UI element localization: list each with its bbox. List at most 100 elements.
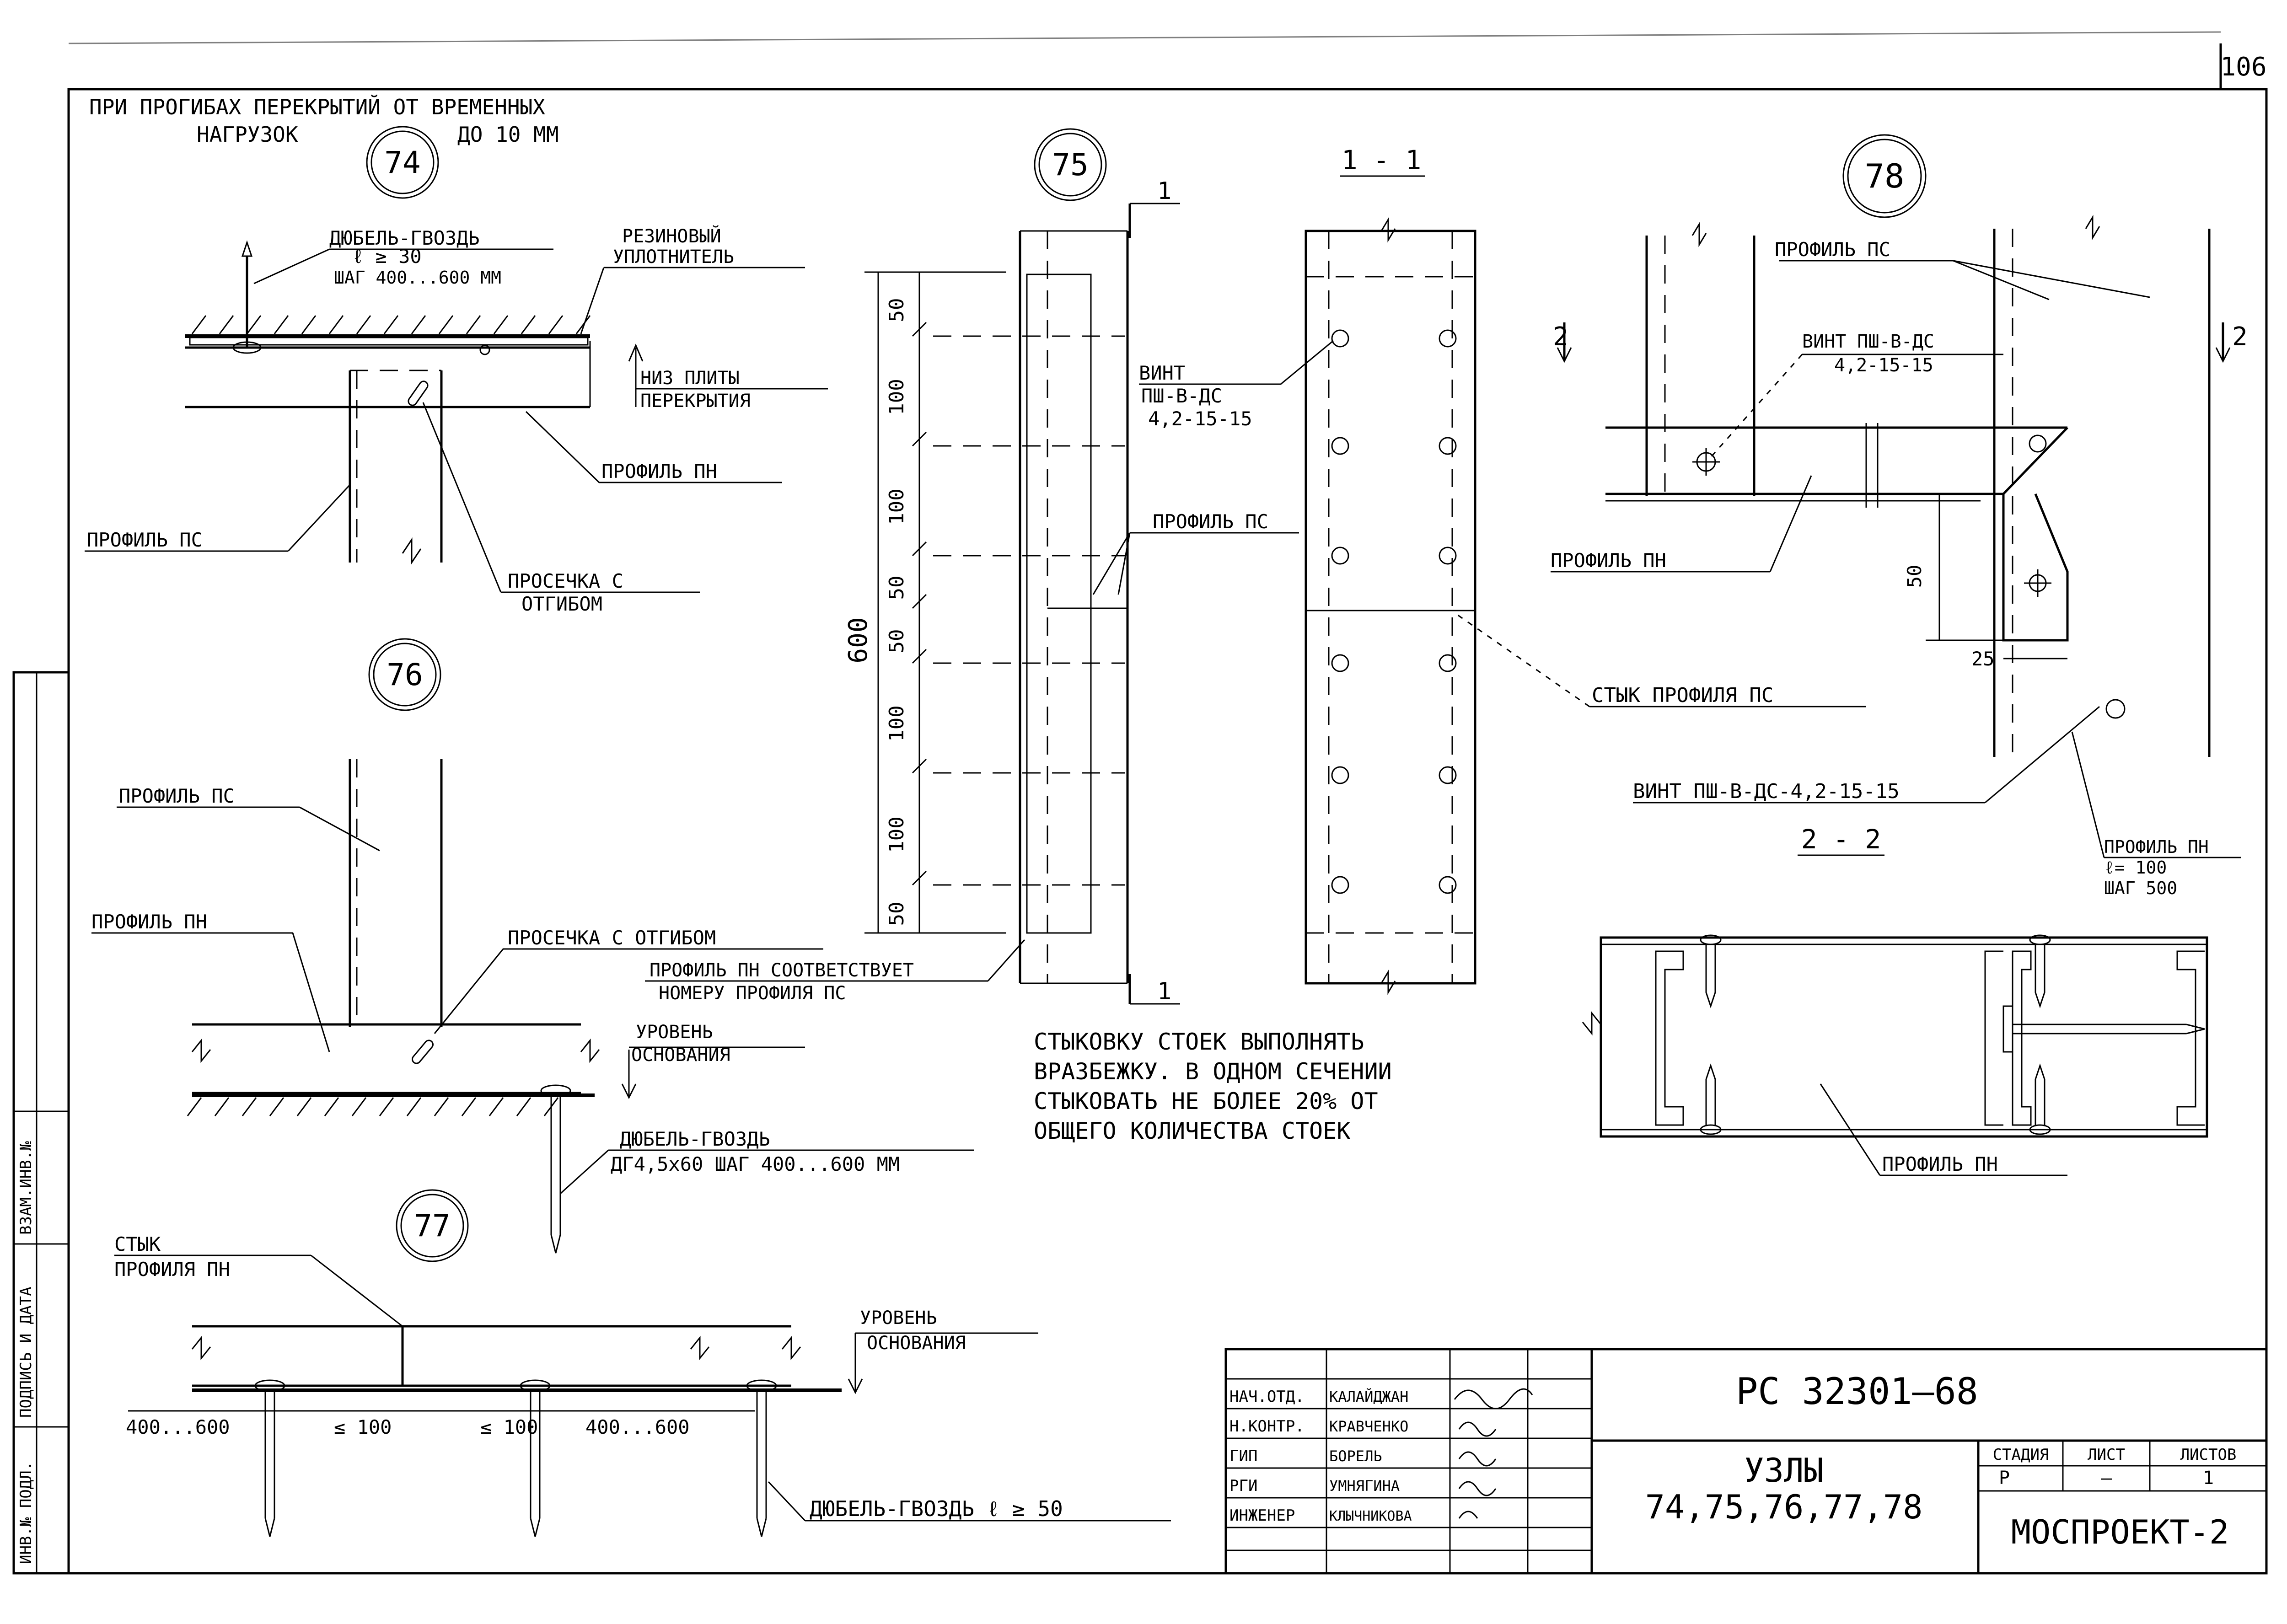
n78-dim-50: 50	[1903, 565, 1926, 588]
stage-header: СТАДИЯ	[1993, 1446, 2049, 1464]
node-75-leaders	[645, 340, 1866, 982]
node-75-detail	[864, 203, 1180, 1005]
n76-pn: ПРОФИЛЬ ПН	[91, 911, 207, 933]
sig-name-3: УМНЯГИНА	[1329, 1477, 1400, 1495]
n75-pn-match-2: НОМЕРУ ПРОФИЛЯ ПС	[659, 983, 846, 1004]
n75-screw-2: ПШ-В-ДС	[1141, 385, 1222, 407]
n78-section-mark-left: 2	[1553, 322, 1568, 352]
n74-slab-1: НИЗ ПЛИТЫ	[640, 368, 740, 389]
node-75-marker: 75	[1034, 128, 1107, 201]
n75-note-3: СТЫКОВАТЬ НЕ БОЛЕЕ 20% ОТ	[1034, 1088, 1378, 1115]
n75-dim-4: 50	[885, 576, 908, 600]
svg-text:78: 78	[1865, 157, 1905, 195]
n77-d2: ≤ 100	[334, 1416, 392, 1438]
sig-name-1: КРАВЧЕНКО	[1329, 1418, 1408, 1435]
note74-line1: ПРИ ПРОГИБАХ ПЕРЕКРЫТИЙ ОТ ВРЕМЕННЫХ	[89, 95, 545, 119]
node-78-detail	[1557, 214, 2231, 757]
n77-level-2: ОСНОВАНИЯ	[867, 1333, 966, 1354]
n75-dim-8: 50	[885, 902, 908, 926]
n78-pn: ПРОФИЛЬ ПН	[1551, 549, 1666, 572]
n77-d4: 400...600	[585, 1416, 690, 1438]
sheet-value: —	[2101, 1468, 2112, 1489]
n78-section-title: 2 - 2	[1801, 824, 1881, 855]
node-74-marker: 74	[366, 126, 439, 199]
sig-name-2: БОРЕЛЬ	[1329, 1447, 1382, 1465]
n74-cut-2: ОТГИБОМ	[521, 593, 602, 615]
n78-pn-bottom: ПРОФИЛЬ ПН	[1882, 1153, 1998, 1175]
n78-screw-2: 4,2-15-15	[1834, 355, 1933, 376]
n75-dim-total: 600	[843, 617, 873, 663]
n77-joint-1: СТЫК	[114, 1233, 161, 1255]
n74-dowel-2: ℓ ≥ 30	[352, 245, 422, 268]
n77-joint-2: ПРОФИЛЯ ПН	[114, 1258, 230, 1281]
n74-pn: ПРОФИЛЬ ПН	[601, 460, 717, 482]
n75-screw-1: ВИНТ	[1139, 362, 1185, 384]
n75-ps: ПРОФИЛЬ ПС	[1153, 510, 1268, 533]
section-1-1	[1305, 217, 1476, 995]
node-76-leaders	[91, 806, 974, 1195]
section-2-2	[1582, 934, 2208, 1138]
note74-line2: НАГРУЗОК	[197, 122, 298, 147]
sig-role-1: Н.КОНТР.	[1229, 1417, 1305, 1436]
n78-screw-b: ВИНТ ПШ-В-ДС-4,2-15-15	[1633, 780, 1900, 803]
sig-role-3: РГИ	[1229, 1477, 1257, 1495]
n75-note-4: ОБЩЕГО КОЛИЧЕСТВА СТОЕК	[1034, 1118, 1350, 1144]
n75-dim-1: 50	[885, 298, 908, 322]
n78-dim-25: 25	[1971, 648, 1995, 670]
n75-note-2: ВРАЗБЕЖКУ. В ОДНОМ СЕЧЕНИИ	[1034, 1058, 1392, 1085]
drawing-code: РС 32301—68	[1736, 1370, 1978, 1413]
svg-text:76: 76	[387, 657, 423, 692]
n77-d3: ≤ 100	[480, 1416, 538, 1438]
n74-slab-2: ПЕРЕКРЫТИЯ	[640, 391, 751, 412]
title-line1: УЗЛЫ	[1744, 1451, 1823, 1490]
sig-role-0: НАЧ.ОТД.	[1229, 1388, 1305, 1406]
n78-section-mark-right: 2	[2232, 322, 2248, 352]
n78-ps: ПРОФИЛЬ ПС	[1775, 238, 1890, 261]
n75-section-mark-bottom: 1	[1157, 978, 1171, 1005]
n78-pn-r-3: ШАГ 500	[2104, 878, 2177, 898]
node-78-leaders	[1551, 260, 2241, 858]
node-77-marker: 77	[396, 1189, 469, 1262]
n75-dim-6: 100	[885, 705, 908, 741]
n77-level-1: УРОВЕНЬ	[860, 1308, 937, 1329]
stage-value: Р	[1999, 1468, 2010, 1489]
n74-cut-1: ПРОСЕЧКА С	[508, 570, 623, 592]
node-76-marker: 76	[368, 638, 441, 711]
sheets-header: ЛИСТОВ	[2180, 1446, 2237, 1464]
n75-section-title: 1 - 1	[1342, 145, 1422, 176]
n77-dowel: ДЮБЕЛЬ-ГВОЗДЬ ℓ ≥ 50	[810, 1496, 1063, 1521]
n76-ps: ПРОФИЛЬ ПС	[119, 785, 235, 807]
sheet-header: ЛИСТ	[2088, 1446, 2125, 1464]
sheet-number: 106	[2220, 52, 2266, 82]
n75-dim-3: 100	[885, 488, 908, 525]
n75-dim-7: 100	[885, 816, 908, 852]
n76-cut: ПРОСЕЧКА С ОТГИБОМ	[508, 927, 716, 949]
side-stamp: ИНВ.№ ПОДЛ. ПОДПИСЬ И ДАТА ВЗАМ.ИНВ.№	[12, 671, 70, 1575]
svg-text:77: 77	[414, 1208, 450, 1243]
n74-seal-2: УПЛОТНИТЕЛЬ	[613, 247, 734, 268]
n78-pn-r-1: ПРОФИЛЬ ПН	[2104, 837, 2209, 857]
sig-role-4: ИНЖЕНЕР	[1229, 1506, 1295, 1525]
section-2-2-leader	[1820, 1083, 2067, 1176]
node-77-leaders	[114, 1254, 1171, 1522]
n75-dim-2: 100	[885, 379, 908, 415]
stamp-sign-label: ПОДПИСЬ И ДАТА	[17, 1286, 35, 1418]
n75-section-mark-top: 1	[1157, 177, 1171, 205]
svg-text:75: 75	[1052, 147, 1088, 182]
note74-line2b: ДО 10 ММ	[457, 122, 559, 147]
n74-ps: ПРОФИЛЬ ПС	[87, 529, 203, 551]
n75-note-1: СТЫКОВКУ СТОЕК ВЫПОЛНЯТЬ	[1034, 1029, 1364, 1055]
node-74-leaders	[85, 248, 828, 593]
sig-name-4: КЛЫЧНИКОВА	[1329, 1508, 1412, 1524]
title-block	[1224, 1348, 2268, 1575]
node-78-marker: 78	[1842, 134, 1927, 218]
n74-seal-1: РЕЗИНОВЫЙ	[622, 225, 721, 247]
title-line2: 74,75,76,77,78	[1645, 1488, 1923, 1526]
sig-name-0: КАЛАЙДЖАН	[1329, 1388, 1408, 1405]
sig-role-2: ГИП	[1229, 1447, 1257, 1465]
n76-dowel-2: ДГ4,5х60 ШАГ 400...600 ММ	[611, 1153, 900, 1175]
n78-screw-1: ВИНТ ПШ-В-ДС	[1802, 331, 1934, 352]
n78-pn-r-2: ℓ= 100	[2104, 858, 2167, 878]
n74-dowel-1: ДЮБЕЛЬ-ГВОЗДЬ	[329, 227, 480, 249]
